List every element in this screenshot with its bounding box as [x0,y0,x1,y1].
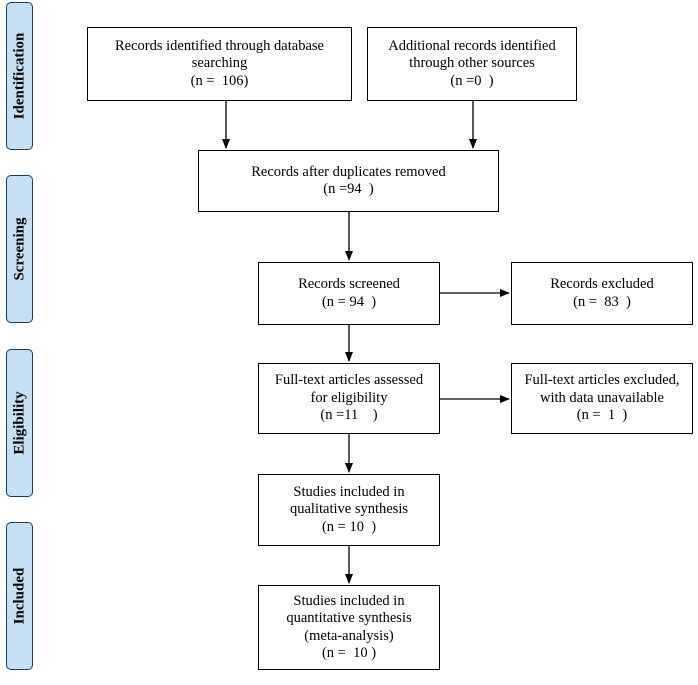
database-records-box: Records identified through database sear… [87,27,352,101]
box-line: (n = 10 ) [321,518,377,535]
screened-box: Records screened (n = 94 ) [258,262,440,325]
box-line: Full-text articles excluded, [524,372,680,389]
qualitative-synthesis-box: Studies included in qualitative synthesi… [258,474,440,546]
quantitative-synthesis-box: Studies included in quantitative synthes… [258,585,440,670]
box-line: (n = 10 ) [321,644,377,661]
stage-eligibility: Eligibility [6,349,33,497]
after-duplicates-box: Records after duplicates removed (n =94 … [198,150,499,212]
other-sources-box: Additional records identified through ot… [367,27,577,101]
stage-identification: Identification [6,2,33,150]
box-line: Studies included in [293,483,405,500]
box-line: quantitative synthesis [286,610,412,627]
box-line: Records excluded [550,276,654,293]
box-line: (n = 94 ) [321,293,377,310]
fulltext-excluded-box: Full-text articles excluded, with data u… [511,363,693,434]
box-line: for eligibility [310,389,388,406]
box-line: qualitative synthesis [290,501,408,518]
records-excluded-box: Records excluded (n = 83 ) [511,262,693,325]
box-line: Additional records identified [388,37,556,54]
box-line: (n =11 ) [320,407,378,424]
box-line: (n = 1 ) [576,407,628,424]
box-line: Records screened [298,276,400,293]
stage-screening: Screening [6,175,33,323]
box-line: Records after duplicates removed [251,163,446,180]
box-line: (n =94 ) [323,181,374,197]
fulltext-assessed-box: Full-text articles assessed for eligibil… [258,363,440,434]
box-line: through other sources [409,55,535,72]
box-line: (n = 106) [190,72,249,89]
box-line: (n =0 ) [450,72,494,89]
box-line: Full-text articles assessed [274,372,424,389]
box-line: (n = 83 ) [573,293,631,310]
box-line: Records identified through database [115,37,324,54]
box-line: with data unavailable [539,389,664,406]
box-line: Studies included in [293,592,405,609]
box-line: (meta-analysis) [304,627,394,644]
stage-included: Included [6,522,33,670]
box-line: searching [191,55,248,72]
